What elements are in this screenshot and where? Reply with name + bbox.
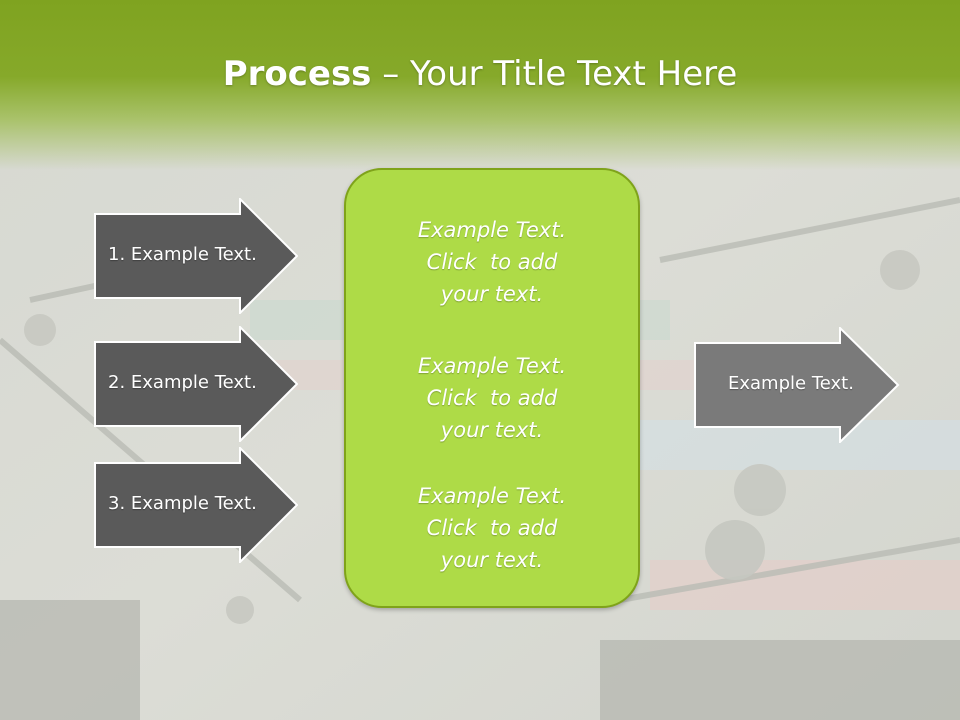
center-content-box[interactable]: Example Text. Click to add your text. Ex… bbox=[344, 168, 640, 608]
step-arrow-1[interactable]: 1. Example Text. bbox=[94, 198, 298, 314]
title-rest: – Your Title Text Here bbox=[371, 54, 738, 94]
slide-title[interactable]: Process – Your Title Text Here bbox=[0, 52, 960, 96]
block-line: your text. bbox=[440, 418, 544, 442]
center-text-block-1: Example Text. Click to add your text. bbox=[346, 214, 638, 310]
step-label-3: 3. Example Text. bbox=[108, 493, 257, 514]
output-arrow-shape bbox=[694, 327, 900, 443]
block-line: Example Text. bbox=[417, 484, 567, 508]
step-arrow-shape bbox=[94, 326, 298, 442]
step-arrow-shape bbox=[94, 447, 298, 563]
output-arrow[interactable]: Example Text. bbox=[694, 327, 900, 443]
center-text-block-3: Example Text. Click to add your text. bbox=[346, 480, 638, 576]
output-label: Example Text. bbox=[728, 373, 854, 394]
title-bold: Process bbox=[222, 54, 372, 94]
step-label-2: 2. Example Text. bbox=[108, 372, 257, 393]
block-line: Example Text. bbox=[417, 218, 567, 242]
step-label-1: 1. Example Text. bbox=[108, 244, 257, 265]
block-line: your text. bbox=[440, 282, 544, 306]
step-arrow-shape bbox=[94, 198, 298, 314]
block-line: your text. bbox=[440, 548, 544, 572]
header-band bbox=[0, 0, 960, 170]
block-line: Click to add bbox=[426, 250, 558, 274]
center-text-block-2: Example Text. Click to add your text. bbox=[346, 350, 638, 446]
block-line: Click to add bbox=[426, 386, 558, 410]
step-arrow-2[interactable]: 2. Example Text. bbox=[94, 326, 298, 442]
step-arrow-3[interactable]: 3. Example Text. bbox=[94, 447, 298, 563]
block-line: Example Text. bbox=[417, 354, 567, 378]
block-line: Click to add bbox=[426, 516, 558, 540]
